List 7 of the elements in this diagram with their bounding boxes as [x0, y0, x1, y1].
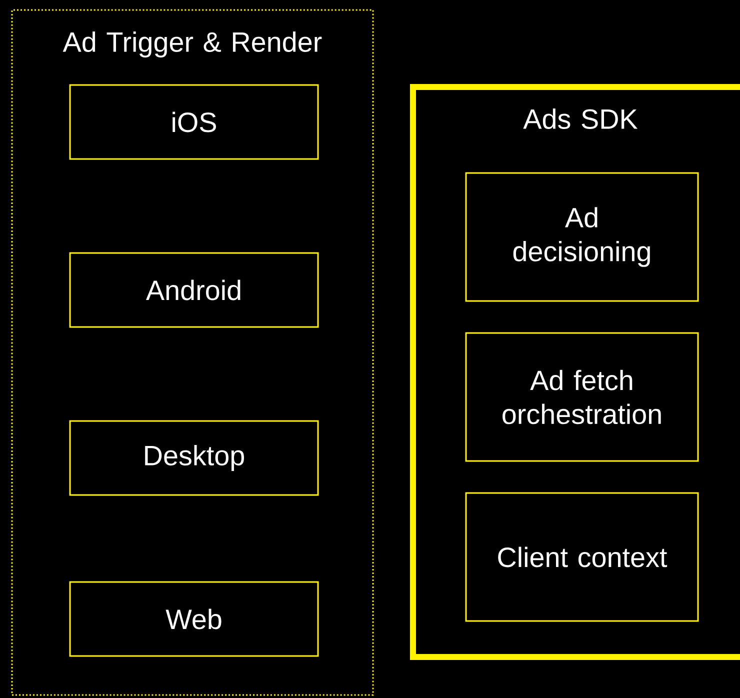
process-box: Android — [69, 252, 319, 328]
process-box: Ad fetch orchestration — [465, 332, 699, 462]
process-box: Desktop — [69, 420, 319, 496]
process-box: Ad decisioning — [465, 172, 699, 302]
process-box: Client context — [465, 492, 699, 622]
process-box: Web — [69, 581, 319, 657]
process-box: iOS — [69, 84, 319, 160]
